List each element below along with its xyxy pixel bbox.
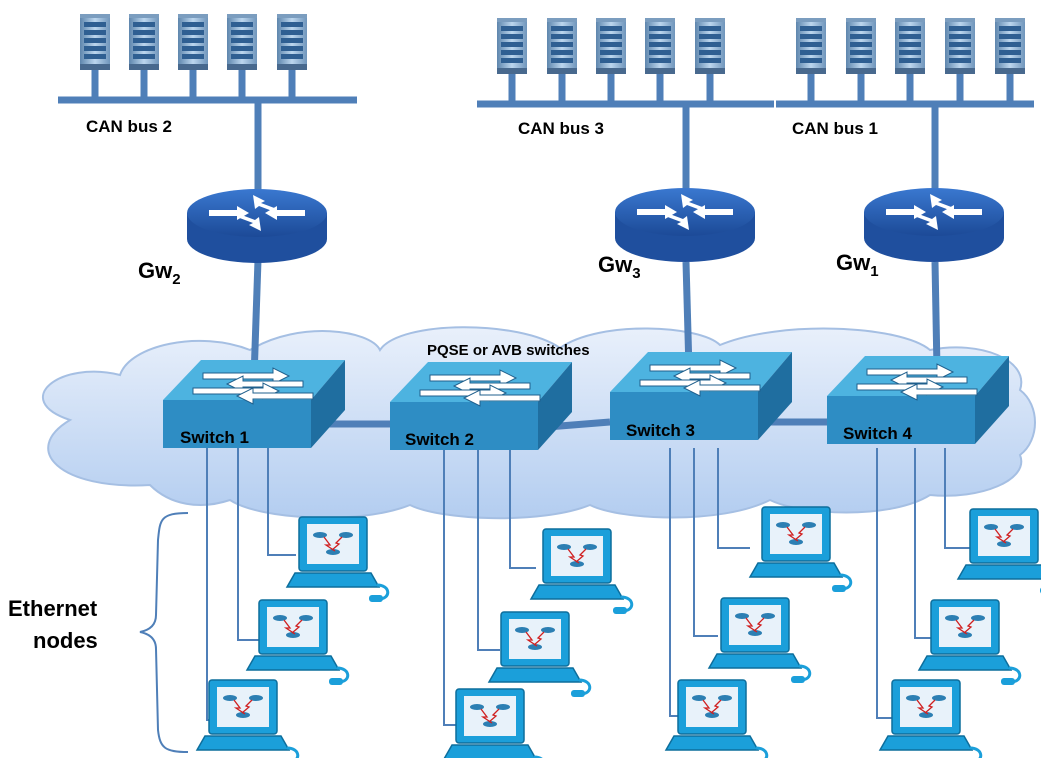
switch-4-label: Switch 4 <box>843 424 913 443</box>
can-bus-2-servers <box>80 14 307 70</box>
cloud-label: PQSE or AVB switches <box>427 342 590 359</box>
can-bus-3-label: CAN bus 3 <box>518 119 604 138</box>
switch-3-label: Switch 3 <box>626 421 695 440</box>
gateway-3-router-icon <box>615 188 755 262</box>
switch-1-label: Switch 1 <box>180 428 249 447</box>
can-bus-1-label: CAN bus 1 <box>792 119 878 138</box>
can-bus-2-label: CAN bus 2 <box>86 117 172 136</box>
ethernet-nodes-brace <box>139 512 189 753</box>
can-bus-3-servers <box>497 18 725 74</box>
switch-2-label: Switch 2 <box>405 430 474 449</box>
gateway-1-label: Gw1 <box>836 250 879 280</box>
can-bus-1-servers <box>796 18 1025 74</box>
ethernet-nodes-label: Ethernet nodes <box>8 596 103 653</box>
gateway-2-router-icon <box>187 189 327 263</box>
gateway-3-label: Gw3 <box>598 252 641 282</box>
gateway-2-label: Gw2 <box>138 258 181 288</box>
gateway-1-router-icon <box>864 188 1004 262</box>
